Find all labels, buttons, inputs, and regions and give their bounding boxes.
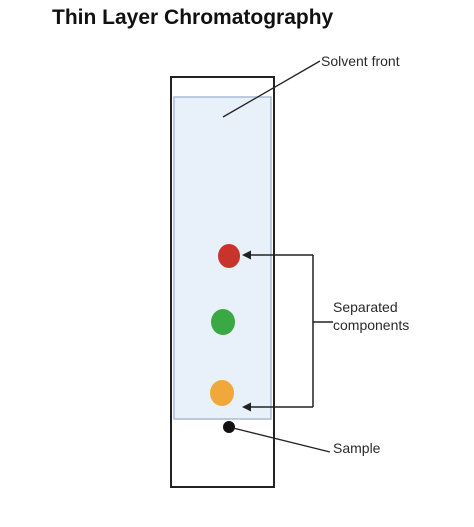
separated-components-label-line2: components [333,317,409,333]
solvent-front-leader [222,60,321,118]
sample-leader [232,427,331,453]
sample-label: Sample [333,440,381,456]
red-component-spot [218,244,240,268]
tlc-chamber-frame [170,76,275,488]
green-component-spot [211,309,235,335]
sample-dot [223,421,235,433]
orange-component-spot [210,380,234,406]
components-bracket [244,254,333,408]
solvent-front-label: Solvent front [321,53,400,69]
arrowhead-upper [242,250,251,260]
arrowhead-lower [242,402,251,412]
separated-components-label-line1: Separated [333,299,398,315]
page-title: Thin Layer Chromatography [52,6,334,29]
